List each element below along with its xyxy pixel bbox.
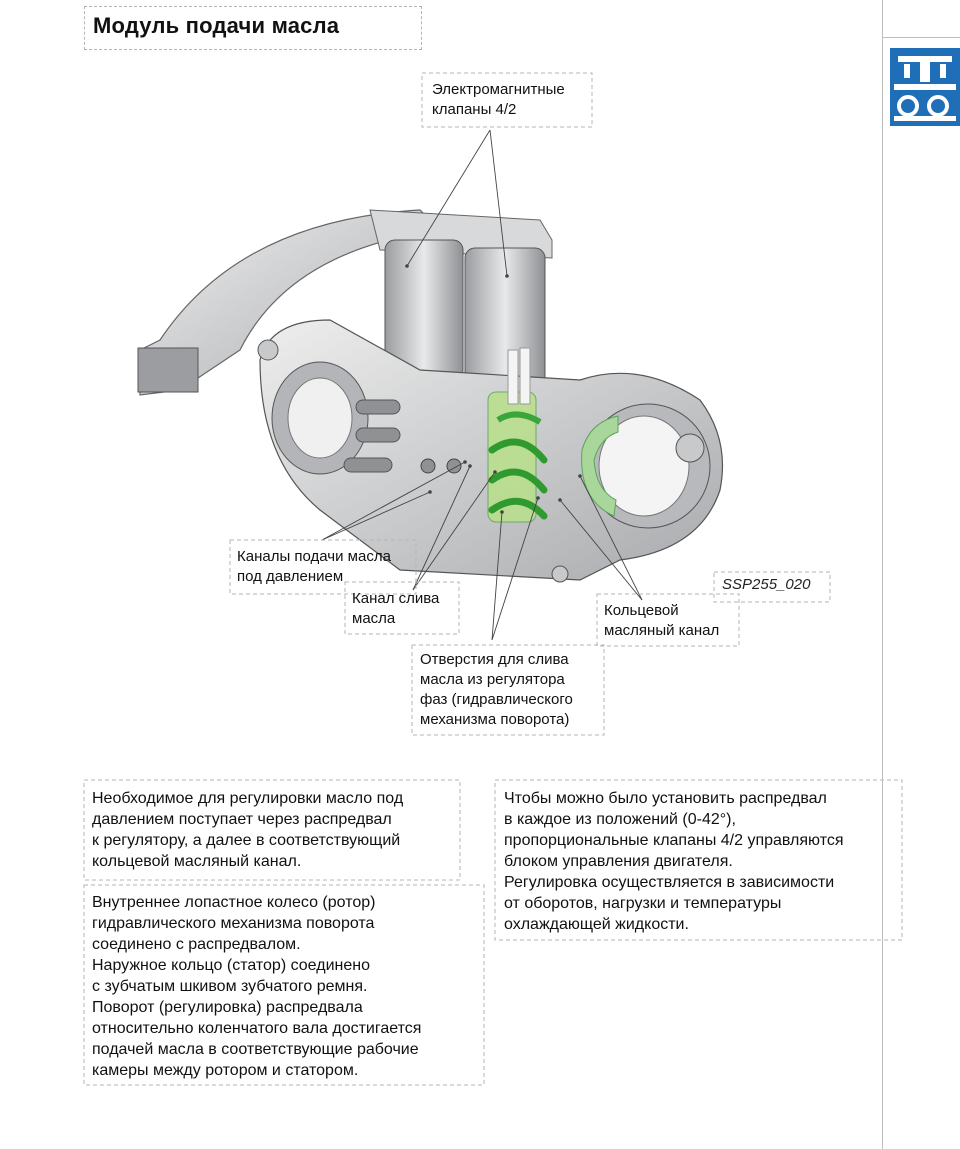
text-line: давлением поступает через распредвал [92,811,392,828]
label-line: Электромагнитные [432,81,565,98]
page-title: Модуль подачи масла [93,13,340,38]
label-drain-channel: Канал слива масла [352,589,439,629]
text-line: Наружное кольцо (статор) соединено [92,957,370,974]
text-line: относительно коленчатого вала достигаетс… [92,1020,422,1037]
engine-section-icon [890,48,960,126]
text-line: Поворот (регулировка) распредвала [92,999,363,1016]
label-ring-channel: Кольцевой масляный канал [604,601,719,641]
label-line: фаз (гидравлического [420,691,573,708]
label-line: масла [352,610,396,627]
label-line: Отверстия для слива [420,651,569,668]
label-line: Каналы подачи масла [237,548,391,565]
oil-supply-module-illustration [137,209,723,583]
paragraph-valve-control: Чтобы можно было установить распредвал в… [504,788,844,935]
label-line: Кольцевой [604,602,679,619]
text-line: подачей масла в соответствующие рабочие [92,1041,419,1058]
text-line: охлаждающей жидкости. [504,916,689,933]
text-line: гидравлического механизма поворота [92,915,375,932]
text-line: Регулировка осуществляется в зависимости [504,874,835,891]
label-line: клапаны 4/2 [432,101,517,118]
label-line: масла из регулятора [420,671,565,688]
text-line: пропорциональные клапаны 4/2 управляются [504,832,844,849]
paragraph-oil-pressure: Необходимое для регулировки масло под да… [92,788,403,872]
figure-code: SSP255_020 [722,576,811,593]
header-rule [882,37,960,38]
text-line: в каждое из положений (0-42°), [504,811,736,828]
label-line: механизма поворота) [420,711,570,728]
text-line: блоком управления двигателя. [504,853,733,870]
label-pressure-channels: Каналы подачи масла под давлением [237,547,391,587]
label-drain-holes: Отверстия для слива масла из регулятора … [420,650,573,730]
title-frame: Модуль подачи масла [84,6,422,50]
text-line: с зубчатым шкивом зубчатого ремня. [92,978,368,995]
label-solenoid-valves: Электромагнитные клапаны 4/2 [432,80,565,120]
margin-rule [882,0,883,1149]
text-line: от оборотов, нагрузки и температуры [504,895,782,912]
paragraph-rotor-stator: Внутреннее лопастное колесо (ротор) гидр… [92,892,421,1081]
text-line: соединено с распредвалом. [92,936,301,953]
text-line: к регулятору, а далее в соответствующий [92,832,401,849]
text-line: Чтобы можно было установить распредвал [504,790,827,807]
text-line: камеры между ротором и статором. [92,1062,359,1079]
label-line: под давлением [237,568,344,585]
text-line: Внутреннее лопастное колесо (ротор) [92,894,376,911]
text-line: Необходимое для регулировки масло под [92,790,404,807]
text-line: кольцевой масляный канал. [92,853,302,870]
label-line: Канал слива [352,590,440,607]
label-line: масляный канал [604,622,720,639]
